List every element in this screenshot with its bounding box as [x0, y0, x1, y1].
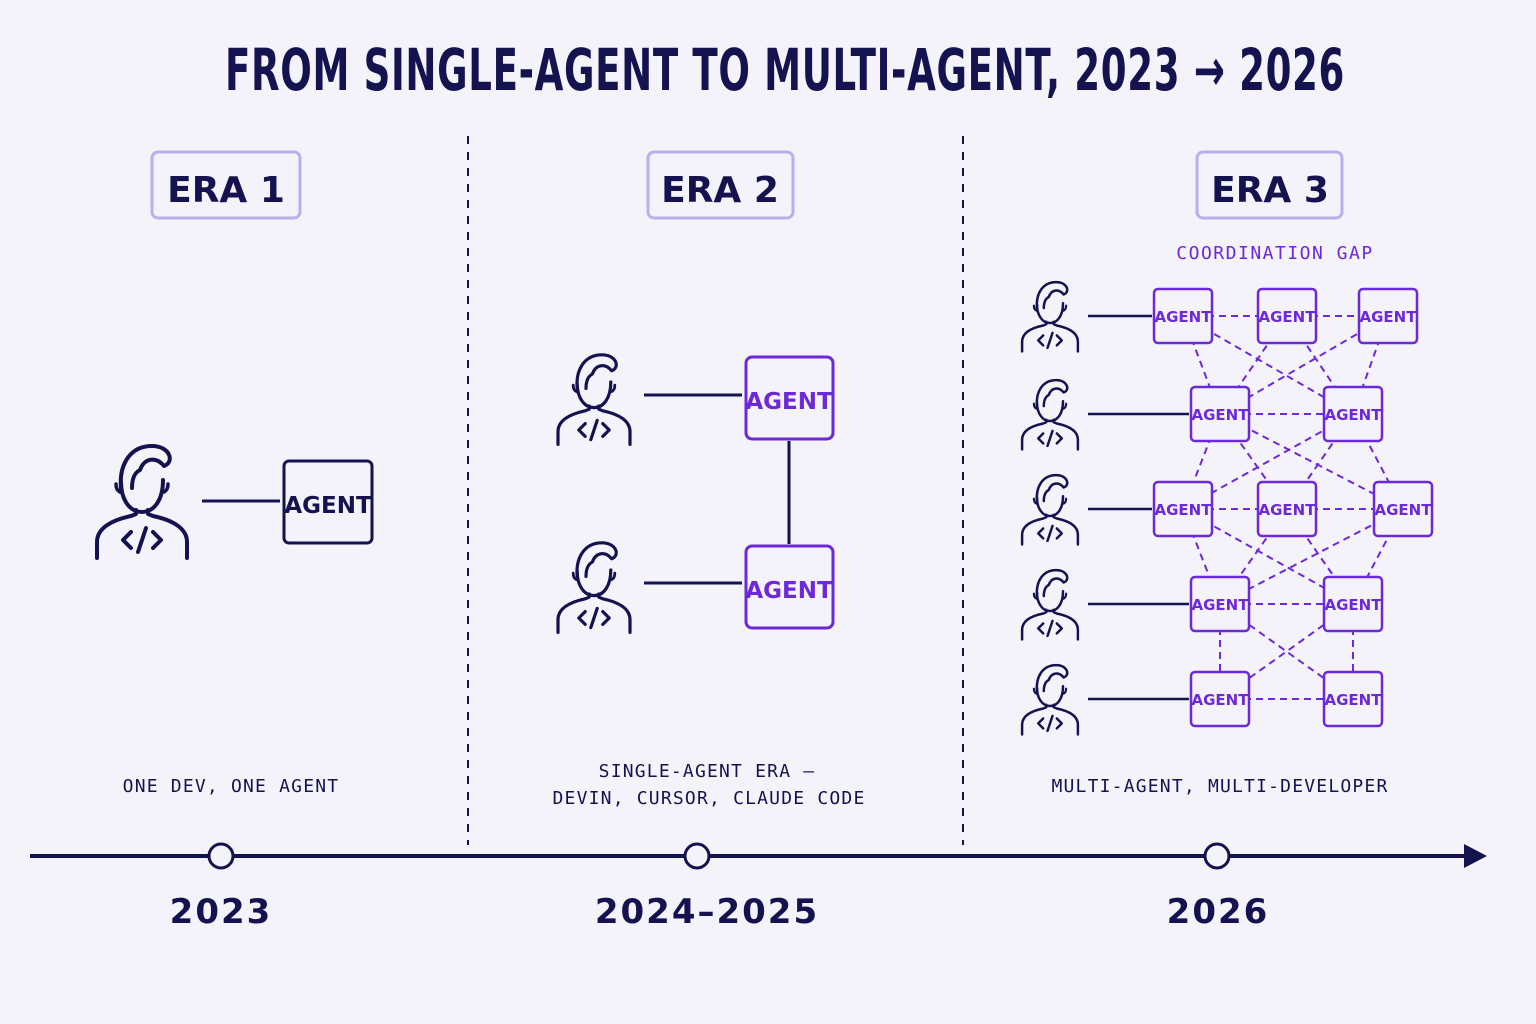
- agent-box: AGENT: [1189, 385, 1251, 443]
- agent-box: AGENT: [1256, 287, 1318, 345]
- timeline-arrow-icon: [1464, 844, 1487, 868]
- coordination-link: [1182, 315, 1354, 415]
- agent-label: AGENT: [1375, 501, 1433, 519]
- agent-box: AGENT: [1357, 287, 1419, 345]
- agent-box: AGENT: [1256, 480, 1318, 538]
- developer-icon: [1020, 663, 1080, 736]
- agent-box: AGENT: [1152, 480, 1214, 538]
- developer-icon: [1020, 473, 1080, 546]
- agent-label: AGENT: [1192, 596, 1250, 614]
- coordination-gap-label: COORDINATION GAP: [1176, 243, 1373, 264]
- year-label-2024-2025: 2024–2025: [595, 892, 819, 932]
- agent-label: AGENT: [1325, 596, 1383, 614]
- era-3-badge-label: ERA 3: [1211, 170, 1329, 211]
- agent-label: AGENT: [1259, 308, 1317, 326]
- era-3-developers: [1020, 280, 1189, 736]
- era-3-caption: MULTI-AGENT, MULTI-DEVELOPER: [1051, 776, 1388, 797]
- coordination-link: [1219, 508, 1404, 605]
- era-1-badge-label: ERA 1: [167, 170, 285, 211]
- agent-label: AGENT: [1325, 406, 1383, 424]
- timeline-marker-2024-2025: [683, 842, 711, 870]
- page-title: FROM SINGLE-AGENT TO MULTI-AGENT, 2023 →…: [225, 36, 1345, 104]
- era-3-badge: ERA 3: [1195, 150, 1344, 220]
- developer-icon: [1020, 378, 1080, 451]
- agent-label: AGENT: [745, 389, 833, 415]
- year-label-2026: 2026: [1167, 892, 1270, 932]
- year-label-2023: 2023: [170, 892, 273, 932]
- era-2-caption-line-1: SINGLE-AGENT ERA —: [599, 761, 816, 782]
- agent-label: AGENT: [745, 578, 833, 604]
- developer-icon: [1020, 568, 1080, 641]
- era-1-caption: ONE DEV, ONE AGENT: [123, 776, 340, 797]
- agent-label: AGENT: [284, 493, 372, 519]
- developer-icon: [556, 541, 632, 634]
- coordination-link: [1219, 413, 1404, 510]
- timeline-marker-2023: [207, 842, 235, 870]
- agent-label: AGENT: [1155, 501, 1213, 519]
- agent-box: AGENT: [282, 459, 374, 545]
- agent-label: AGENT: [1259, 501, 1317, 519]
- era-3-agents: AGENT AGENT AGENT AGENT AGENT AGENT AGENT AGENT…: [1152, 287, 1434, 728]
- developer-icon: [95, 444, 189, 560]
- era-2-caption-line-2: DEVIN, CURSOR, CLAUDE CODE: [553, 788, 866, 809]
- agent-box: AGENT: [1322, 575, 1384, 633]
- agent-label: AGENT: [1155, 308, 1213, 326]
- agent-box: AGENT: [1322, 670, 1384, 728]
- developer-icon: [556, 353, 632, 446]
- agent-box: AGENT: [744, 355, 835, 441]
- era-2-badge-label: ERA 2: [661, 170, 779, 211]
- agent-box: AGENT: [1189, 575, 1251, 633]
- agent-box: AGENT: [1322, 385, 1384, 443]
- agent-box: AGENT: [744, 544, 835, 630]
- developer-icon: [1020, 280, 1080, 353]
- agent-label: AGENT: [1192, 406, 1250, 424]
- agent-box: AGENT: [1372, 480, 1434, 538]
- era-1-badge: ERA 1: [150, 150, 302, 220]
- agent-box: AGENT: [1152, 287, 1214, 345]
- era-2-badge: ERA 2: [646, 150, 795, 220]
- timeline-marker-2026: [1203, 842, 1231, 870]
- agent-label: AGENT: [1192, 691, 1250, 709]
- agent-label: AGENT: [1360, 308, 1418, 326]
- agent-label: AGENT: [1325, 691, 1383, 709]
- agent-box: AGENT: [1189, 670, 1251, 728]
